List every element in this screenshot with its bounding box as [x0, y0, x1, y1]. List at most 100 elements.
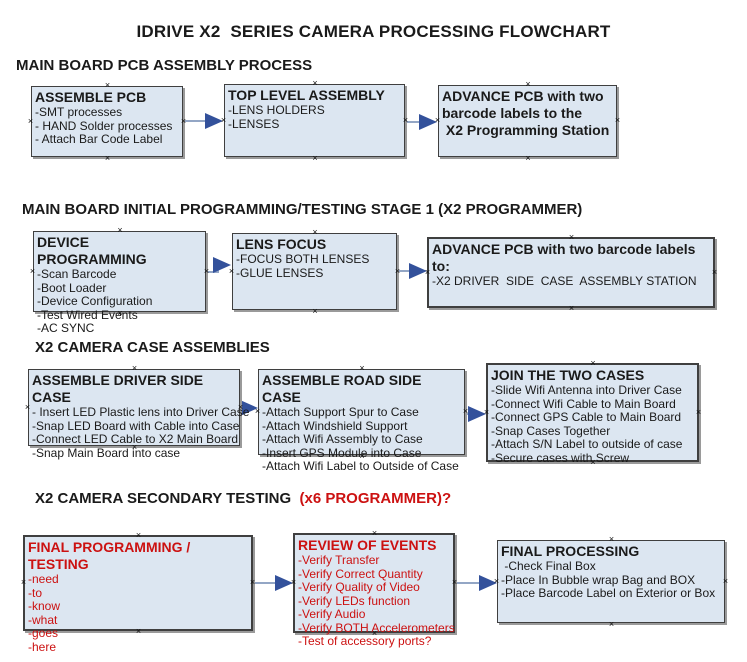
box-item: -Verify BOTH Accelerometers: [298, 620, 455, 635]
box-item: -X2 DRIVER SIDE CASE ASSEMBLY STATION: [432, 274, 697, 288]
box-items: -Scan Barcode-Boot Loader-Device Configu…: [37, 267, 202, 336]
box-item: -Test of accessory ports?: [298, 634, 432, 648]
box-item: -Verify Audio: [298, 607, 366, 621]
connection-handle-icon: ×: [722, 575, 729, 586]
connection-handle-icon: ×: [117, 225, 123, 235]
box-items: -Check Final Box-Place In Bubble wrap Ba…: [501, 559, 721, 601]
box-title: REVIEW OF EVENTS: [298, 537, 437, 553]
box-item: -Verify Quality of Video: [298, 580, 420, 594]
box-item: -Device Configuration: [37, 294, 153, 308]
connection-handle-icon: ×: [29, 265, 36, 276]
box-item: -know: [28, 599, 61, 613]
connection-handle-icon: ×: [525, 79, 531, 89]
box-item: -Snap LED Board with Cable into Case: [32, 418, 240, 433]
box-item: -Connect LED Cable to X2 Main Board: [32, 432, 239, 446]
box-items: -Slide Wifi Antenna into Driver Case-Con…: [491, 383, 694, 465]
box-item: -Place In Bubble wrap Bag and BOX: [501, 572, 696, 587]
connection-handle-icon: ×: [312, 153, 318, 163]
box-item: -Connect GPS Cable to Main Board: [491, 410, 682, 424]
box-item: -Verify Transfer: [298, 553, 380, 567]
box-item: -Attach S/N Label to outside of case: [491, 437, 683, 451]
section-heading-text: X2 CAMERA SECONDARY TESTING: [35, 490, 296, 507]
connection-handle-icon: ×: [371, 528, 378, 538]
connection-handle-icon: ×: [104, 153, 111, 163]
connection-handle-icon: ×: [493, 575, 500, 586]
box-item: -Place Barcode Label on Exterior or Box: [501, 586, 716, 600]
connection-handle-icon: ×: [20, 577, 27, 587]
connection-handle-icon: ×: [462, 406, 469, 416]
connection-handle-icon: ×: [203, 265, 210, 276]
connection-handle-icon: ×: [695, 406, 702, 417]
flow-box-review-of-events: REVIEW OF EVENTS -Verify Transfer-Verify…: [290, 528, 457, 648]
connection-handle-icon: ×: [135, 530, 142, 540]
flow-box-lens-focus: LENS FOCUS -FOCUS BOTH LENSES-GLUE LENSE…: [229, 228, 400, 316]
connection-handle-icon: ×: [568, 303, 575, 313]
box-item: -Connect Wifi Cable to Main Board: [491, 396, 676, 411]
flow-box-top-level-assembly: TOP LEVEL ASSEMBLY -LENS HOLDERS-LENSES …: [221, 79, 408, 163]
section-heading-suffix: (x6 PROGRAMMER)?: [295, 490, 452, 507]
flow-box-final-programming-testing: FINAL PROGRAMMING / TESTING -need-to-kno…: [20, 530, 256, 654]
box-title: FINAL PROCESSING: [501, 543, 640, 559]
connection-handle-icon: ×: [249, 577, 256, 587]
box-title: ASSEMBLE DRIVER SIDE CASE: [32, 372, 208, 405]
box-item: -Boot Loader: [37, 280, 107, 295]
connection-handle-icon: ×: [312, 227, 318, 237]
box-item: -goes: [28, 626, 59, 640]
section-heading-text: MAIN BOARD INITIAL PROGRAMMING/TESTING S…: [22, 201, 583, 218]
box-item: -Snap Main Board into case: [32, 445, 181, 460]
box-title: JOIN THE TWO CASES: [491, 367, 645, 383]
box-item: - HAND Solder processes: [35, 118, 173, 133]
section-heading-pcb-assembly: MAIN BOARD PCB ASSEMBLY PROCESS: [16, 57, 312, 74]
box-item: -need: [28, 572, 59, 586]
box-items: -Attach Support Spur to Case-Attach Wind…: [262, 405, 461, 474]
connection-handle-icon: ×: [525, 153, 531, 163]
connection-handle-icon: ×: [359, 363, 365, 373]
box-item: -what: [28, 612, 58, 627]
connection-handle-icon: ×: [290, 577, 297, 587]
box-item: -Secure cases with Screw: [491, 450, 630, 465]
flow-arrow: [208, 257, 231, 273]
flow-box-device-programming: DEVICE PROGRAMMING -Scan Barcode-Boot Lo…: [30, 226, 209, 335]
connection-handle-icon: ×: [614, 115, 621, 125]
connection-handle-icon: ×: [711, 266, 718, 277]
box-title: ADVANCE PCB with two barcode labels to t…: [442, 88, 610, 138]
box-items: -Verify Transfer-Verify Correct Quantity…: [298, 553, 455, 649]
box-item: -Verify Correct Quantity: [298, 566, 423, 581]
box-item: -Insert GPS Module into Case: [262, 445, 422, 460]
flow-box-assemble-driver-side-case: ASSEMBLE DRIVER SIDE CASE - Insert LED P…: [25, 364, 250, 460]
section-heading-secondary-testing: X2 CAMERA SECONDARY TESTING (x6 PROGRAMM…: [35, 490, 451, 507]
connection-handle-icon: ×: [568, 232, 575, 242]
box-title: ASSEMBLE PCB: [35, 89, 147, 105]
section-heading-text: MAIN BOARD PCB ASSEMBLY PROCESS: [16, 57, 313, 74]
section-heading-text: X2 CAMERA CASE ASSEMBLIES: [35, 339, 270, 356]
connection-handle-icon: ×: [24, 401, 31, 412]
box-item: -SMT processes: [35, 105, 123, 119]
box-title: DEVICE PROGRAMMING: [37, 234, 147, 267]
connection-handle-icon: ×: [180, 115, 187, 126]
box-items: -need-to-know-what-goes-here: [28, 572, 248, 654]
box-item: -Test Wired Events: [37, 307, 138, 322]
flow-box-assemble-road-side-case: ASSEMBLE ROAD SIDE CASE -Attach Support …: [255, 364, 468, 473]
connection-handle-icon: ×: [312, 306, 318, 316]
connection-handle-icon: ×: [402, 114, 409, 125]
box-item: -GLUE LENSES: [236, 265, 324, 280]
connection-handle-icon: ×: [104, 80, 111, 90]
box-item: -Snap Cases Together: [491, 423, 611, 438]
flow-box-advance-pcb-driver-side-station: ADVANCE PCB with two barcode labels to: …: [424, 232, 718, 313]
connection-handle-icon: ×: [608, 534, 615, 544]
connection-handle-icon: ×: [228, 265, 235, 276]
section-heading-initial-programming: MAIN BOARD INITIAL PROGRAMMING/TESTING S…: [22, 201, 582, 218]
connection-handle-icon: ×: [254, 406, 261, 416]
box-title: ASSEMBLE ROAD SIDE CASE: [262, 372, 426, 405]
box-item: - Attach Bar Code Label: [35, 132, 163, 146]
connection-handle-icon: ×: [312, 78, 318, 88]
box-item: -Attach Support Spur to Case: [262, 405, 419, 419]
box-item: -Attach Windshield Support: [262, 418, 408, 433]
flow-box-advance-pcb-programming-station: ADVANCE PCB with two barcode labels to t…: [435, 80, 620, 163]
box-item: -Attach Wifi Assembly to Case: [262, 432, 423, 446]
box-title: FINAL PROGRAMMING / TESTING: [28, 539, 195, 572]
flow-box-final-processing: FINAL PROCESSING -Check Final Box-Place …: [494, 535, 728, 629]
connection-handle-icon: ×: [424, 266, 431, 277]
box-item: -LENS HOLDERS: [228, 103, 325, 117]
